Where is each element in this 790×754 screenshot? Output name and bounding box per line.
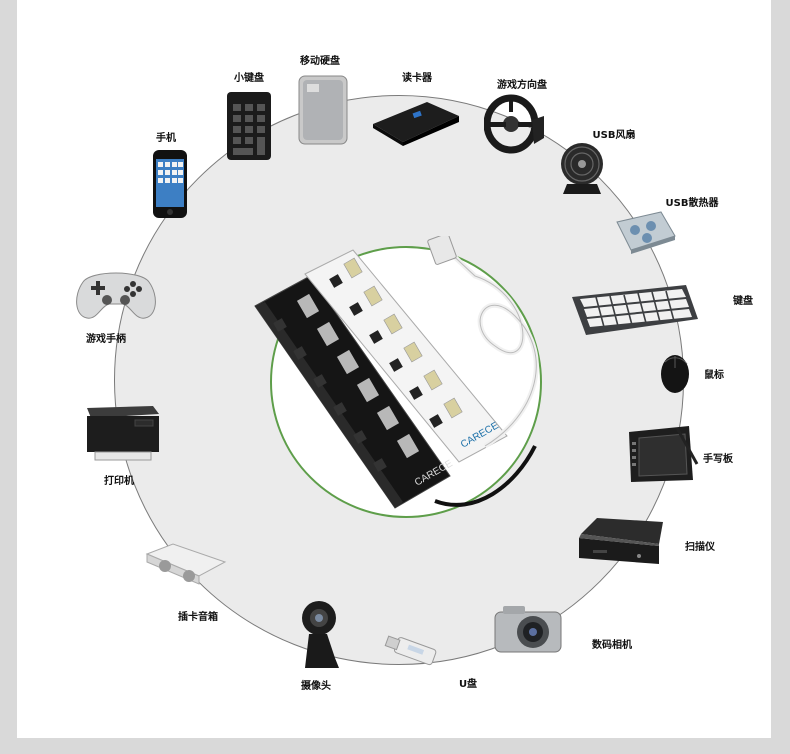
- keyboard-icon: [572, 285, 698, 335]
- label-mouse: 鼠标: [704, 370, 724, 381]
- label-keyboard: 键盘: [733, 296, 753, 307]
- usb-cooler-icon: [616, 211, 676, 254]
- label-usb-fan: USB风扇: [592, 130, 636, 141]
- usb-plug-icon: [427, 236, 457, 265]
- mini-keypad-icon: [227, 92, 271, 160]
- usb-fan-icon: [561, 143, 603, 194]
- portable-hdd-icon: [298, 75, 348, 145]
- phone-icon: [153, 150, 187, 218]
- webcam-icon: [302, 601, 339, 668]
- card-speaker-icon: [145, 543, 227, 585]
- steering-wheel-icon: [484, 94, 544, 154]
- label-usb-drive: U盘: [458, 679, 478, 690]
- usb-hub-image: CARECE CARECE: [254, 236, 539, 509]
- printer-icon: [87, 406, 159, 461]
- label-printer: 打印机: [104, 476, 134, 487]
- label-digital-camera: 数码相机: [592, 640, 632, 651]
- digital-camera-icon: [494, 606, 562, 653]
- label-steering-wheel: 游戏方向盘: [497, 80, 547, 91]
- label-drawing-tablet: 手写板: [703, 454, 733, 465]
- mouse-icon: [661, 355, 689, 393]
- black-cable-icon: [434, 445, 537, 507]
- label-phone: 手机: [156, 133, 176, 144]
- label-gamepad: 游戏手柄: [86, 334, 126, 345]
- card-reader-icon: [373, 102, 459, 146]
- scanner-icon: [579, 518, 663, 564]
- label-webcam: 摄像头: [301, 681, 331, 692]
- usb-drive-icon: [384, 635, 437, 666]
- gamepad-icon: [76, 272, 156, 319]
- black-hub-icon: CARECE: [254, 275, 455, 509]
- label-mini-keypad: 小键盘: [234, 73, 264, 84]
- drawing-tablet-icon: [629, 426, 699, 482]
- label-portable-hdd: 移动硬盘: [300, 56, 340, 67]
- label-usb-cooler: USB散热器: [665, 198, 719, 209]
- canvas: CARECE CARECE: [17, 0, 771, 738]
- label-card-reader: 读卡器: [402, 73, 432, 84]
- label-scanner: 扫描仪: [685, 542, 715, 553]
- label-card-speaker: 插卡音箱: [178, 612, 218, 623]
